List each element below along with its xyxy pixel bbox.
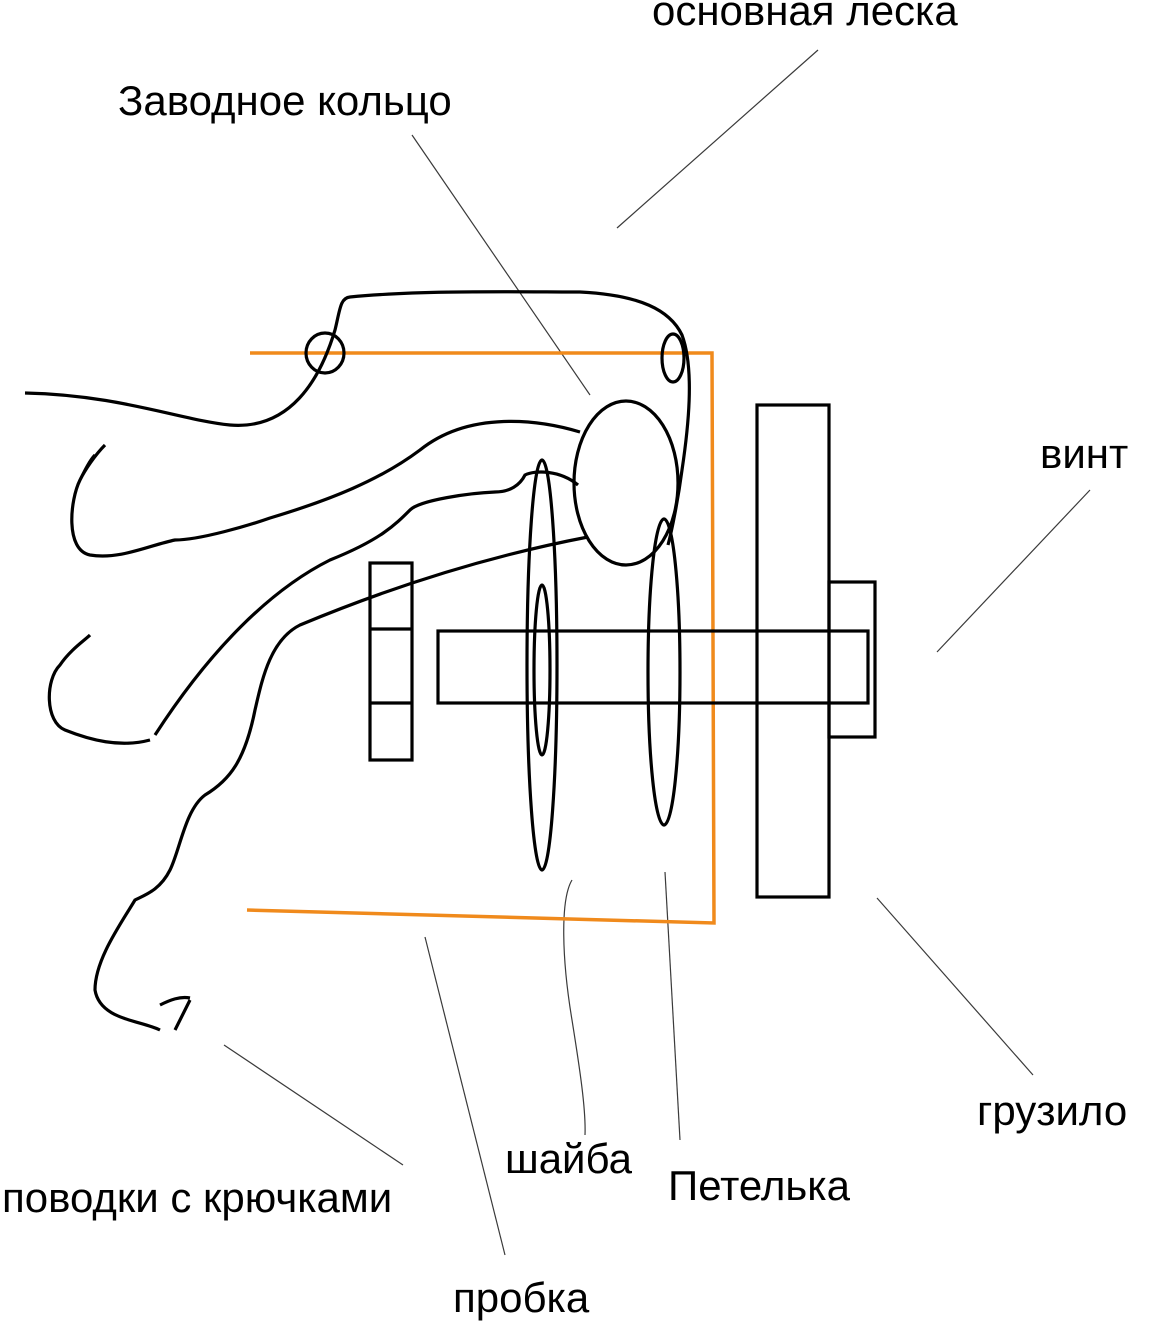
- loop-shape: [646, 517, 682, 827]
- leader-washer: [563, 879, 586, 1136]
- leader-line-1: [70, 419, 581, 558]
- cork-outline: [246, 351, 716, 925]
- label-loop: Петелька: [668, 1162, 851, 1209]
- screw-head-shape: [827, 580, 877, 739]
- leader-line-2: [47, 470, 580, 745]
- line-ring-left: [304, 331, 346, 375]
- screw-shaft-shape: [436, 629, 870, 705]
- label-screw: винт: [1040, 430, 1128, 477]
- nut-shape: [368, 561, 414, 762]
- label-sinker: грузило: [977, 1087, 1127, 1134]
- leader-line-3: [93, 535, 589, 1032]
- label-leaders: поводки с крючками: [2, 1174, 392, 1221]
- label-main-line: основная леска: [652, 0, 958, 34]
- split-ring-shape: [572, 399, 680, 567]
- leader-sinker: [876, 897, 1034, 1076]
- line-ring-right: [660, 332, 686, 384]
- leader-cork: [424, 936, 506, 1256]
- label-washer: шайба: [505, 1135, 633, 1182]
- sinker-shape: [755, 403, 831, 899]
- label-split-ring: Заводное кольцо: [118, 77, 452, 124]
- leader-main-line: [616, 49, 819, 229]
- main-line: [24, 290, 691, 546]
- leader-split-ring: [411, 134, 591, 396]
- washer-shape: [525, 458, 559, 872]
- leader-loop: [664, 871, 681, 1141]
- leader-hooks: [223, 1044, 404, 1166]
- leader-lines: [223, 49, 1091, 1256]
- leader-screw: [936, 489, 1091, 653]
- label-cork: пробка: [453, 1274, 590, 1321]
